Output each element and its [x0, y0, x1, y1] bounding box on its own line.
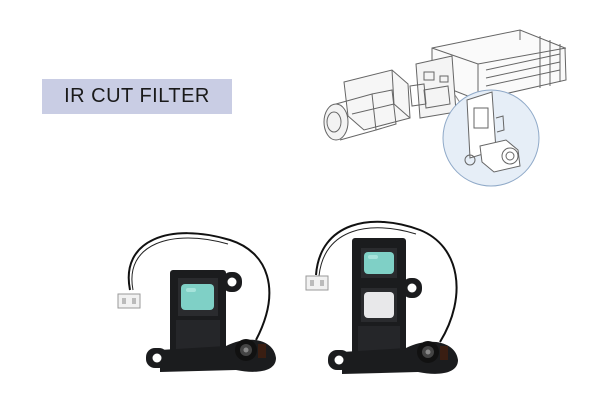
ir-filter-glass [364, 252, 394, 274]
camera-exploded-diagram-icon [323, 29, 567, 187]
wire-connector [305, 275, 329, 291]
clear-filter-glass [364, 292, 394, 318]
ir-cut-module-left [117, 232, 276, 372]
wire-connector [117, 293, 141, 309]
ir-filter-glass [181, 284, 214, 310]
page-title: IR CUT FILTER [64, 85, 210, 107]
ir-cut-module-right [305, 220, 458, 374]
title-label-box: IR CUT FILTER [42, 79, 232, 114]
